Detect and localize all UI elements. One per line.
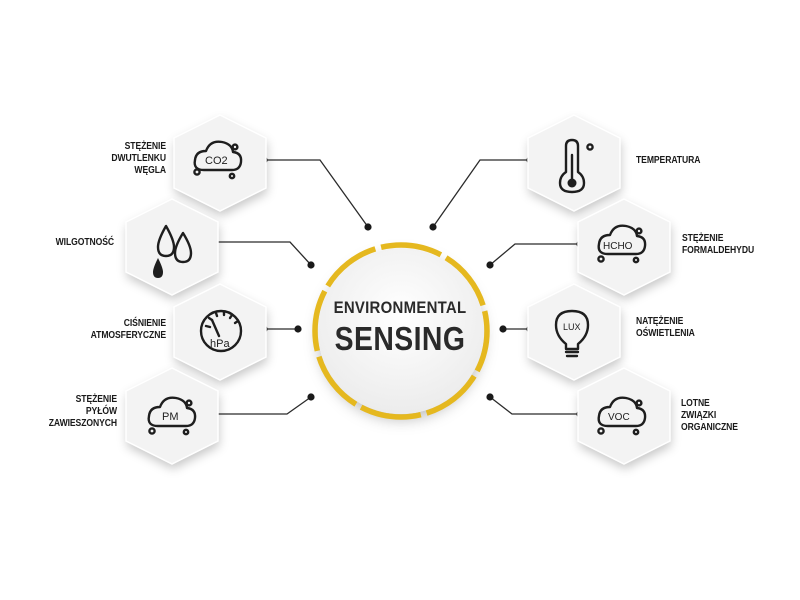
connector-pm <box>215 396 312 415</box>
label-pm: STĘŻENIE PYŁÓW ZAWIESZONYCH <box>16 394 117 430</box>
dot-hcho-center <box>486 261 494 269</box>
label-pressure-line2: ATMOSFERYCZNE <box>90 330 166 341</box>
center-title-line2: SENSING <box>334 320 466 357</box>
thermometer-icon <box>558 138 594 194</box>
label-humidity-line1: WILGOTNOŚĆ <box>55 237 114 248</box>
label-co2-line2: DWUTLENKU <box>111 153 166 164</box>
center-title-line1: ENVIRONMENTAL <box>333 298 467 317</box>
connector-humidity <box>215 241 312 266</box>
hex-co2 <box>173 114 267 212</box>
label-temperature: TEMPERATURA <box>636 155 700 167</box>
label-voc-line1: LOTNE <box>681 398 710 409</box>
label-pressure: CIŚNIENIE ATMOSFERYCZNE <box>23 318 166 342</box>
hex-hcho <box>577 198 671 296</box>
connector-lines <box>215 159 580 415</box>
label-co2-line1: STĘŻENIE <box>124 141 166 152</box>
dot-temperature-center <box>429 223 437 231</box>
voc-icon-text: VOC <box>608 412 630 423</box>
label-temperature-line1: TEMPERATURA <box>636 155 701 166</box>
label-voc-line2: ZWIĄZKI <box>681 410 717 421</box>
center-hub <box>312 242 490 420</box>
pressure-gauge-icon: hPa <box>199 309 243 353</box>
label-voc-line3: ORGANICZNE <box>681 422 738 433</box>
label-lux-line2: OŚWIETLENIA <box>636 328 695 339</box>
hex-temperature <box>527 114 621 212</box>
hex-voc <box>577 367 671 465</box>
label-lux-line1: NATĘŻENIE <box>636 316 684 327</box>
label-pm-line1: STĘŻENIE <box>75 394 117 405</box>
pm-cloud-icon: PM <box>147 396 197 436</box>
hex-pressure <box>173 283 267 381</box>
light-bulb-icon: LUX <box>554 309 590 358</box>
label-lux: NATĘŻENIE OŚWIETLENIA <box>636 316 695 340</box>
label-pm-line3: ZAWIESZONYCH <box>48 418 118 429</box>
pressure-icon-text: hPa <box>210 338 230 350</box>
dot-humidity-center <box>307 261 315 269</box>
water-drops-icon <box>153 224 193 278</box>
label-co2: STĘŻENIE DWUTLENKU WĘGLA <box>23 141 166 177</box>
hex-lux <box>527 283 621 381</box>
label-co2-line3: WĘGLA <box>134 165 166 176</box>
dot-pressure-center <box>294 325 302 333</box>
label-humidity: WILGOTNOŚĆ <box>16 237 114 249</box>
label-pm-line2: PYŁÓW <box>85 406 117 417</box>
label-hcho: STĘŻENIE FORMALDEHYDU <box>682 233 754 257</box>
connector-co2 <box>264 159 369 228</box>
label-pressure-line1: CIŚNIENIE <box>123 318 166 329</box>
dot-voc-center <box>486 393 494 401</box>
hex-pm <box>125 367 219 465</box>
pm-icon-text: PM <box>162 411 179 423</box>
label-hcho-line2: FORMALDEHYDU <box>682 245 755 256</box>
hex-humidity <box>125 198 219 296</box>
dot-co2-center <box>364 223 372 231</box>
center-ring <box>312 242 490 420</box>
co2-cloud-icon: CO2 <box>193 140 243 180</box>
hexagon-tiles <box>125 114 671 465</box>
label-hcho-line1: STĘŻENIE <box>682 233 724 244</box>
connector-temperature <box>432 159 530 228</box>
dot-lux-center <box>499 325 507 333</box>
dot-pm-center <box>307 393 315 401</box>
hcho-icon-text: HCHO <box>603 241 633 252</box>
connector-hcho <box>489 243 580 266</box>
hcho-cloud-icon: HCHO <box>597 224 647 264</box>
co2-icon-text: CO2 <box>205 155 228 167</box>
label-voc: LOTNE ZWIĄZKI ORGANICZNE <box>681 398 738 434</box>
lux-icon-text: LUX <box>563 322 581 332</box>
voc-cloud-icon: VOC <box>597 396 647 436</box>
sensor-icons: CO2 hPa PM <box>147 138 647 436</box>
connector-voc <box>489 396 580 415</box>
